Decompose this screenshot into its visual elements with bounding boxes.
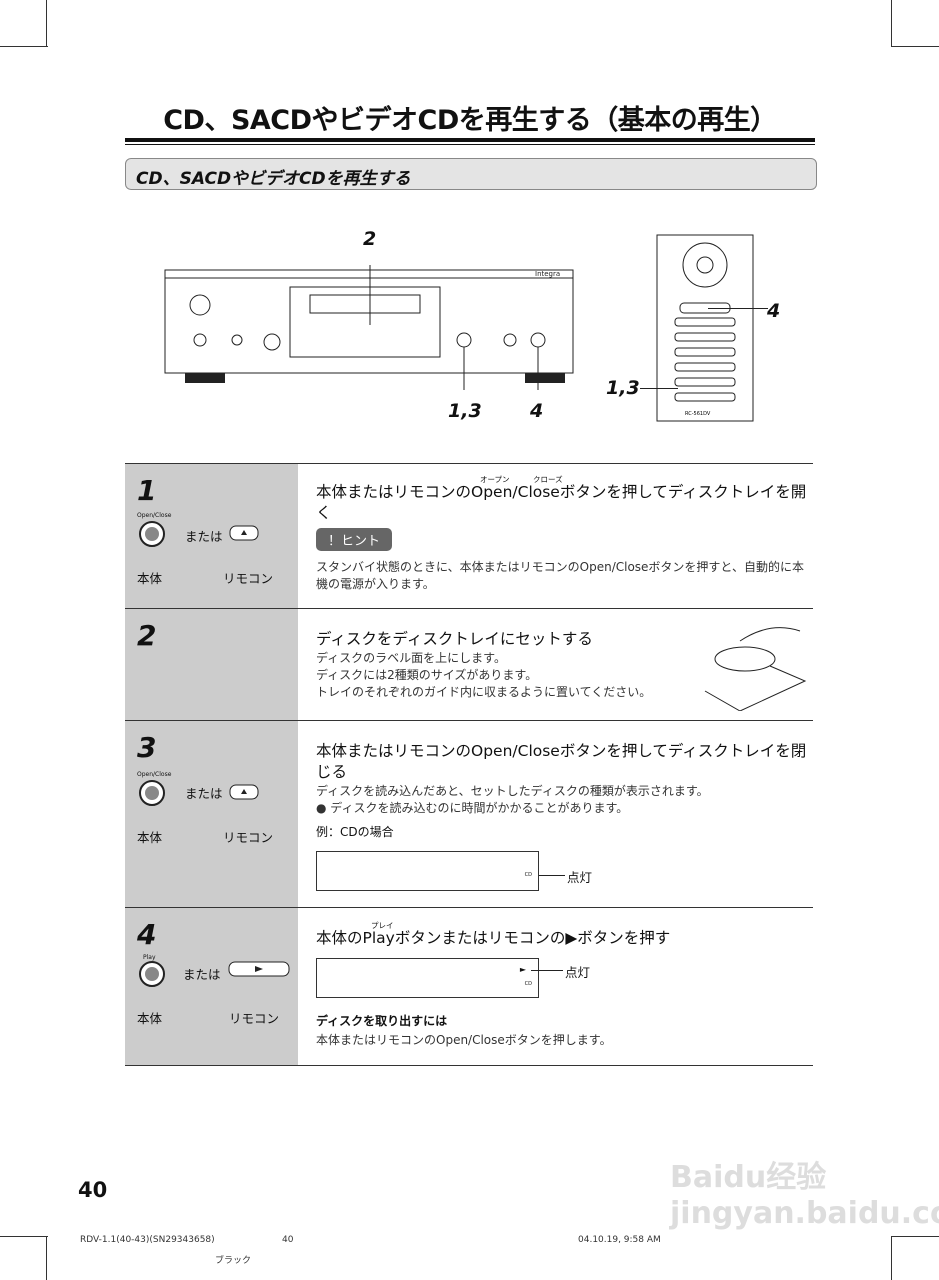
or-label: または [185,786,223,801]
step-heading: 本体またはリモコンのOpen/Closeボタンを押してディスクトレイを閉じる [316,742,807,781]
step-2: 2 ディスクをディスクトレイにセットする ディスクのラベル面を上にします。 ディ… [125,608,813,720]
callout-remote-play: 4 [767,300,781,322]
callout-play: 4 [530,400,544,422]
step-text: トレイのそれぞれのガイド内に収まるように置いてください。 [316,685,652,699]
step-number: 4 [137,918,157,951]
remote-label: リモコン [229,1011,280,1026]
crop-mark [891,46,939,47]
footer-file: RDV-1.1(40-43)(SN29343658) [80,1235,215,1245]
crop-mark [46,1236,47,1280]
eject-heading: ディスクを取り出すには [316,1014,448,1028]
step-text: ディスクのラベル面を上にします。 [316,651,506,665]
step-number: 1 [137,474,157,507]
step-number: 2 [137,619,157,652]
button-label: Open/Close [137,512,172,519]
cd-indicator: CD [524,981,532,987]
remote-model-label: RC-561DV [685,411,711,417]
page-number: 40 [78,1178,108,1202]
leader-line [708,308,768,309]
section-heading: CD、SACDやビデオCDを再生する [125,158,817,190]
ruby-open: オープン [480,475,510,484]
disc-tray-illustration [704,627,807,711]
step-text: ディスクを読み込んだあと、セットしたディスクの種類が表示されます。 [316,784,709,798]
footer-color: ブラック [215,1256,252,1266]
ruby-close: クローズ [533,475,563,484]
title-rule [125,138,815,142]
footer-date: 04.10.19, 9:58 AM [578,1235,661,1245]
step-heading: 本体またはリモコンのOpen/Closeボタンを押してディスクトレイを開く [316,483,807,522]
hint-text: スタンバイ状態のときに、本体またはリモコンのOpen/Closeボタンを押すと、… [316,560,804,591]
button-label: Play [143,954,156,961]
ruby-play: プレイ [371,921,394,930]
footer-page: 40 [282,1235,294,1245]
bullet-text: ディスクを読み込むのに時間がかかることがあります。 [330,801,629,815]
lcd-display: ► CD [316,958,539,998]
lit-label: 点灯 [565,965,591,980]
example-label: 例：CDの場合 [316,825,394,839]
or-label: または [185,529,223,544]
step-3: 3 Open/Close または 本体 リモコン 本体またはリモコンのOpen/… [125,720,813,907]
unit-label: 本体 [137,571,163,586]
title-rule [125,144,815,145]
leader-line [531,970,563,971]
callout-remote-open: 1,3 [606,377,640,399]
brand-logo: Integra [535,270,560,278]
button-label: Open/Close [137,771,172,778]
step-1: 1 Open/Close または 本体 リモコン オープン クローズ 本体または… [125,463,813,608]
crop-mark [0,46,48,47]
step-text: ディスクには2種類のサイズがあります。 [316,668,538,682]
step-4: 4 Play または 本体 リモコン プレイ 本体のPlayボタンまたはリモコン… [125,907,813,1066]
unit-label: 本体 [137,830,163,845]
lit-label: 点灯 [567,870,593,885]
callout-openclose: 1,3 [448,400,482,422]
lcd-display: CD [316,851,539,891]
hint-badge: ！ヒント [316,528,393,551]
callout-tray: 2 [363,228,377,250]
crop-mark [891,1236,892,1280]
play-button-icon [139,961,290,987]
play-indicator: ► [519,965,526,974]
or-label: または [183,967,221,982]
eject-text: 本体またはリモコンのOpen/Closeボタンを押します。 [316,1033,612,1047]
crop-mark [891,1236,939,1237]
remote-label: リモコン [223,830,274,845]
remote-illustration: RC-561DV [656,234,754,422]
remote-label: リモコン [223,571,274,586]
cd-indicator: CD [524,872,532,878]
crop-mark [891,0,892,46]
watermark: Baidu经验 jingyan.baidu.com [670,1160,939,1231]
step-number: 3 [137,731,157,764]
player-illustration: Integra [164,265,574,390]
crop-mark [46,0,47,46]
crop-mark [0,1236,48,1237]
unit-label: 本体 [137,1011,163,1026]
page-title: CD、SACDやビデオCDを再生する（基本の再生） [163,105,777,136]
step-heading: 本体のPlayボタンまたはリモコンの▶ボタンを押す [316,929,671,947]
step-heading: ディスクをディスクトレイにセットする [316,630,593,648]
leader-line [640,388,678,389]
open-close-button-icon [139,521,259,547]
leader-line [539,875,565,876]
open-close-button-icon [139,780,259,806]
